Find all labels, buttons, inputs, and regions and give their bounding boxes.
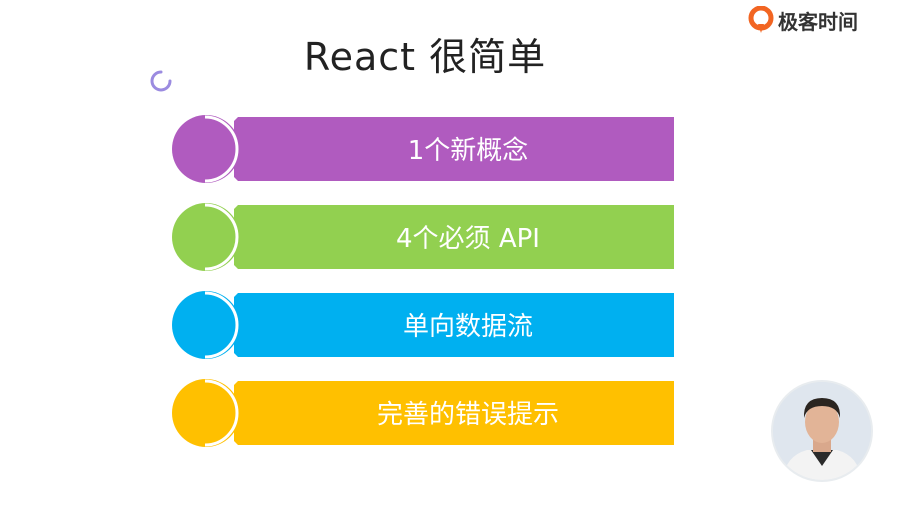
feature-item-4-label: 完善的错误提示 xyxy=(376,399,559,430)
feature-item-4-shape xyxy=(172,379,674,447)
presenter-avatar-icon xyxy=(773,382,871,480)
loading-spinner-icon xyxy=(150,70,172,92)
feature-item-3-label: 单向数据流 xyxy=(402,311,533,342)
feature-item-1-label: 1个新概念 xyxy=(407,135,529,166)
geektime-logo-icon xyxy=(748,6,774,33)
presenter-avatar xyxy=(773,382,871,480)
brand-header: 极客时间 xyxy=(748,6,858,34)
slide-title: React 很简单 xyxy=(303,35,547,79)
feature-item-1: 1个新概念 xyxy=(172,115,674,185)
feature-item-1-shape xyxy=(172,115,674,183)
feature-item-2-shape xyxy=(172,203,674,271)
feature-item-3-shape xyxy=(172,291,674,359)
feature-item-2: 4个必须 API xyxy=(172,203,674,273)
feature-item-2-label: 4个必须 API xyxy=(396,223,540,254)
brand-name: 极客时间 xyxy=(778,9,858,34)
feature-item-3: 单向数据流 xyxy=(172,291,674,361)
feature-item-4: 完善的错误提示 xyxy=(172,379,674,449)
